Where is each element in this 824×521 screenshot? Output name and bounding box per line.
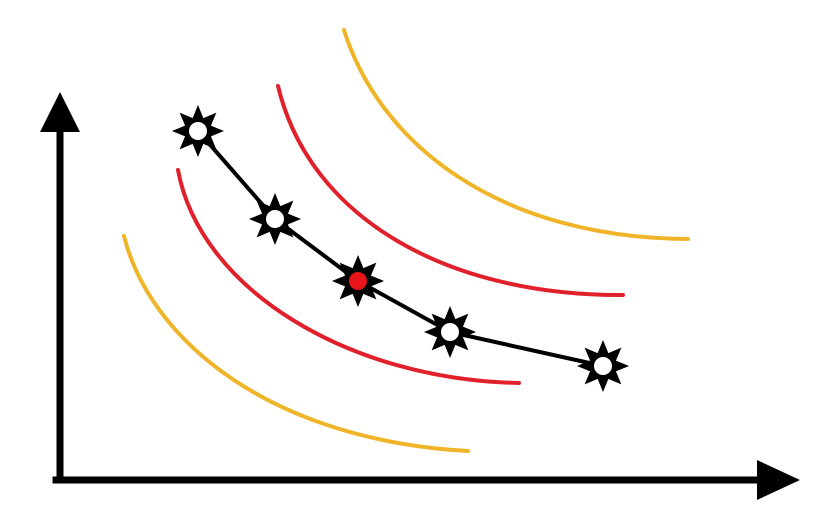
star-marker-1 [172,105,224,157]
star-marker-5 [577,340,629,392]
star-markers [172,105,629,392]
inner-yellow-curve [122,234,470,453]
star-center [441,323,459,341]
y-axis-arrowhead-icon [40,92,80,132]
inner-red-curve [176,168,521,385]
pareto-connector-line [196,129,604,368]
x-axis-arrowhead-icon [757,460,800,500]
star-center-highlighted [349,272,367,290]
star-center [594,357,612,375]
star-center [189,122,207,140]
star-marker-3-highlighted [332,255,384,307]
contour-curves [122,28,690,453]
axes [40,92,800,500]
star-marker-4 [424,306,476,358]
outer-red-curve [276,84,625,298]
star-center [266,210,284,228]
star-marker-2 [249,193,301,245]
outer-yellow-curve [342,28,690,241]
